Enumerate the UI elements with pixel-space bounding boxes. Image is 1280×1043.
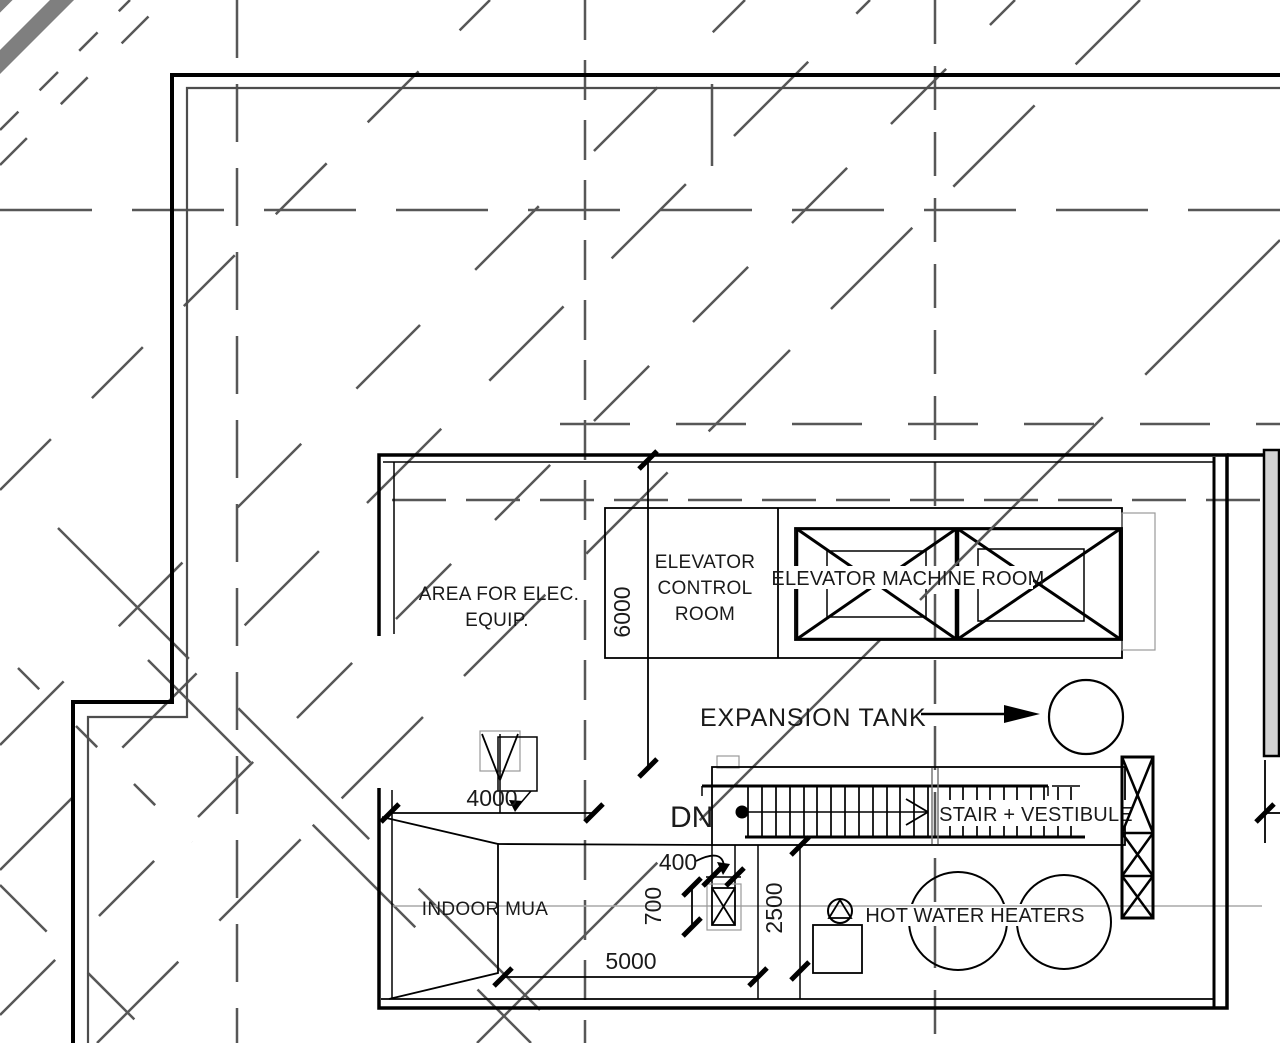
- roof-band: [1262, 448, 1280, 758]
- dim-5000: 5000: [605, 948, 656, 974]
- elevator-control-label-line1: ELEVATOR: [655, 552, 756, 573]
- stair-vestibule-label: STAIR + VESTIBULE: [939, 804, 1133, 826]
- vent-box: [479, 730, 538, 813]
- elevator-platform: ELEVATOR MACHINE ROOM: [604, 507, 1156, 659]
- dim-4000: 4000: [466, 785, 517, 811]
- dim-700: 700: [640, 887, 666, 925]
- dim-400: 400: [659, 849, 697, 875]
- arrow-head: [717, 862, 730, 875]
- area-elec-label-line2: EQUIP.: [465, 610, 529, 631]
- room-labels: AREA FOR ELEC. EQUIP. ELEVATOR CONTROL R…: [419, 552, 756, 631]
- duct-riser-symbol: [711, 887, 736, 926]
- hatched-wall-panel: [1120, 755, 1155, 920]
- thick-diagonal-bar: [0, 0, 75, 75]
- area-elec-label-line1: AREA FOR ELEC.: [419, 584, 579, 605]
- text-mask: [874, 904, 1076, 926]
- stair-start-dot: [735, 805, 749, 819]
- expansion-tank: EXPANSION TANK: [700, 678, 1125, 756]
- room-outline: [377, 453, 1264, 1010]
- mechanical-equipment: HOT WATER HEATERS: [812, 871, 1112, 974]
- stair-vestibule: STAIR + VESTIBULE DN: [670, 755, 1133, 846]
- dimensions: 6000 4000 5000 2500 700 400: [379, 449, 1280, 988]
- elevator-control-label-line2: CONTROL: [658, 578, 753, 599]
- expansion-tank-circle: [1047, 678, 1125, 756]
- down-label: DN: [670, 801, 713, 834]
- dim-2500: 2500: [761, 882, 787, 933]
- elevator-control-label-line3: ROOM: [675, 604, 735, 625]
- elevator-machine-room-label: ELEVATOR MACHINE ROOM: [771, 568, 1044, 590]
- indoor-mua-label: INDOOR MUA: [422, 899, 549, 920]
- stair-arrow-head: [905, 798, 929, 813]
- text-mask: [783, 566, 1033, 589]
- indoor-mua-unit: INDOOR MUA: [381, 816, 714, 1000]
- pump-symbol: [827, 898, 853, 924]
- pump-triangle: [827, 898, 853, 919]
- arrow-head: [509, 800, 523, 812]
- hot-water-heaters-label: HOT WATER HEATERS: [865, 905, 1084, 927]
- text-mask: [946, 800, 1127, 826]
- equipment-box: [812, 924, 863, 974]
- thick-diagonal-bar-stub: [0, 0, 13, 13]
- duct-chase: [706, 845, 801, 999]
- building-edge: [71, 73, 1280, 1043]
- dim-6000: 6000: [609, 586, 635, 637]
- arrow-head: [1004, 705, 1040, 723]
- stair-arrow-head: [905, 811, 929, 826]
- expansion-tank-label: EXPANSION TANK: [700, 704, 927, 732]
